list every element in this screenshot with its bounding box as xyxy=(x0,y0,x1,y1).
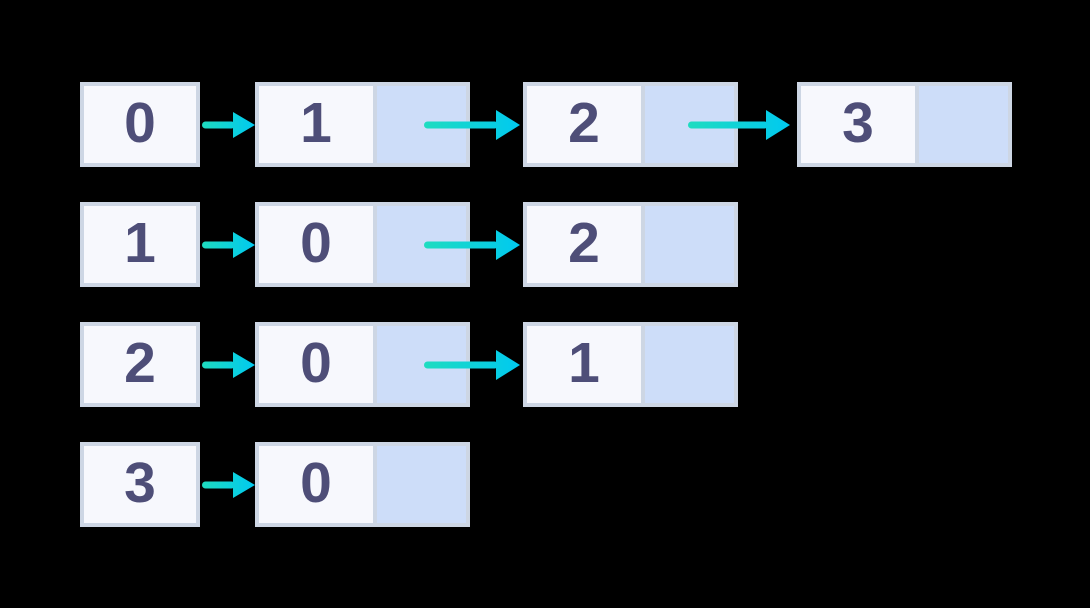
cell-divider xyxy=(641,86,645,163)
arrow-right-icon xyxy=(424,109,520,140)
adjacency-row-0: 0 1 2 xyxy=(0,82,1090,167)
node-data-value: 0 xyxy=(300,211,332,275)
list-node-box: 0 xyxy=(255,322,470,407)
head-node-value: 1 xyxy=(124,211,156,275)
cell-divider xyxy=(373,86,377,163)
node-data-cell: 2 xyxy=(527,206,641,283)
node-pointer-cell xyxy=(377,446,466,523)
node-pointer-cell xyxy=(645,326,734,403)
head-node-box: 2 xyxy=(80,322,200,407)
node-data-value: 2 xyxy=(568,211,600,275)
cell-divider xyxy=(641,206,645,283)
cell-divider xyxy=(373,206,377,283)
adjacency-row-1: 1 0 2 xyxy=(0,202,1090,287)
node-data-cell: 0 xyxy=(259,326,373,403)
node-data-cell: 1 xyxy=(527,326,641,403)
node-pointer-cell xyxy=(645,206,734,283)
arrow-right-icon xyxy=(202,471,255,498)
node-data-cell: 0 xyxy=(259,206,373,283)
node-data-cell: 2 xyxy=(527,86,641,163)
list-node-box: 2 xyxy=(523,82,738,167)
list-node-box: 0 xyxy=(255,442,470,527)
arrow-right-icon xyxy=(424,229,520,260)
list-node-box: 1 xyxy=(255,82,470,167)
head-node-box: 1 xyxy=(80,202,200,287)
arrow-right-icon xyxy=(424,349,520,380)
node-data-cell: 0 xyxy=(259,446,373,523)
node-data-value: 0 xyxy=(300,331,332,395)
node-data-value: 1 xyxy=(568,331,600,395)
head-node-value: 2 xyxy=(124,331,156,395)
arrow-right-icon xyxy=(688,109,790,140)
cell-divider xyxy=(373,326,377,403)
arrow-right-icon xyxy=(202,231,255,258)
node-data-value: 3 xyxy=(842,91,874,155)
node-data-value: 1 xyxy=(300,91,332,155)
adjacency-row-3: 3 0 xyxy=(0,442,1090,527)
arrow-right-icon xyxy=(202,351,255,378)
adjacency-row-2: 2 0 1 xyxy=(0,322,1090,407)
cell-divider xyxy=(641,326,645,403)
list-node-box: 3 xyxy=(797,82,1012,167)
node-data-value: 0 xyxy=(300,451,332,515)
cell-divider xyxy=(373,446,377,523)
node-data-cell: 1 xyxy=(259,86,373,163)
arrow-right-icon xyxy=(202,111,255,138)
list-node-box: 1 xyxy=(523,322,738,407)
node-pointer-cell xyxy=(919,86,1008,163)
node-data-value: 2 xyxy=(568,91,600,155)
node-data-cell: 3 xyxy=(801,86,915,163)
list-node-box: 2 xyxy=(523,202,738,287)
cell-divider xyxy=(915,86,919,163)
head-node-value: 3 xyxy=(124,451,156,515)
head-node-box: 3 xyxy=(80,442,200,527)
head-node-box: 0 xyxy=(80,82,200,167)
head-node-value: 0 xyxy=(124,91,156,155)
